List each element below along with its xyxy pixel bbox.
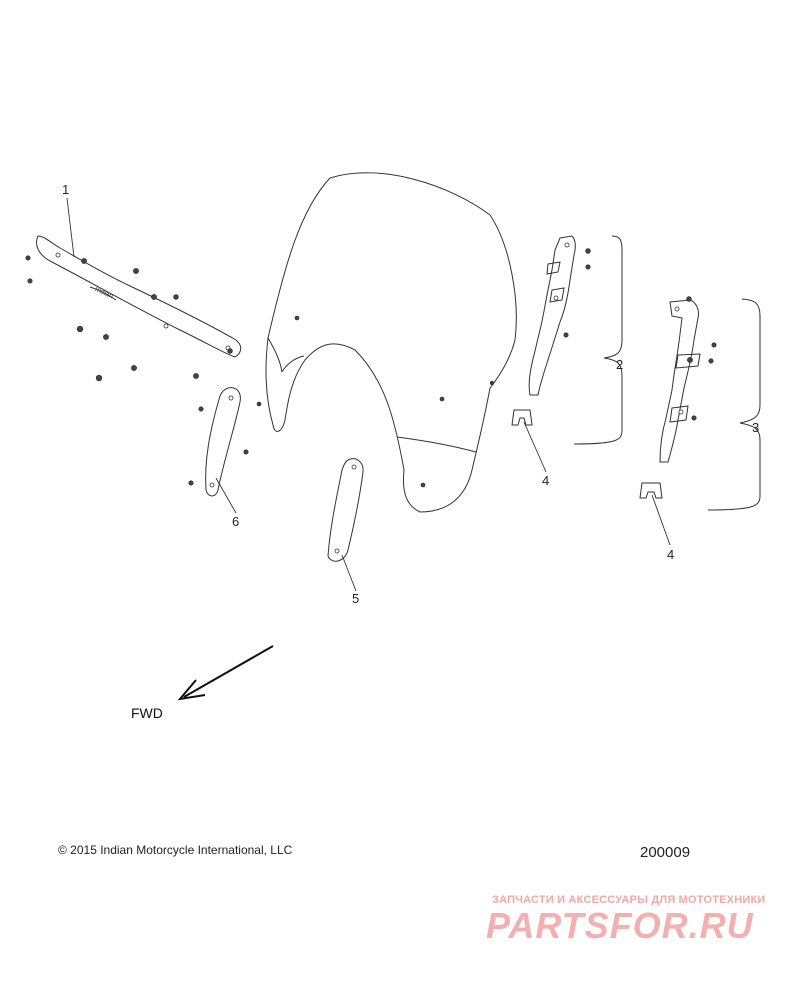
- callout-5: 5: [352, 591, 359, 606]
- callout-4a: 4: [542, 473, 549, 488]
- part-3-bracket: [659, 296, 717, 463]
- watermark-tagline: ЗАПЧАСТИ И АКСЕССУАРЫ ДЛЯ МОТОТЕХНИКИ: [492, 894, 766, 906]
- part-6-strip: [205, 387, 241, 497]
- part-1-trim: Indian: [36, 235, 242, 358]
- brace-3: [707, 298, 761, 511]
- fasteners-left: [25, 255, 262, 486]
- part-5-strip: [327, 458, 364, 562]
- part-4-clip-a: [511, 409, 533, 426]
- copyright-text: © 2015 Indian Motorcycle International, …: [58, 843, 293, 857]
- fwd-label: FWD: [131, 705, 163, 721]
- forward-arrow: [177, 645, 274, 701]
- leader-5: [341, 554, 357, 592]
- callout-2: 2: [616, 357, 623, 372]
- leader-1: [66, 197, 75, 258]
- diagram-number: 200009: [640, 844, 691, 861]
- watermark-logo: PARTSFOR.RU: [486, 905, 754, 946]
- part-2-bracket: [528, 235, 591, 396]
- leader-4b: [651, 494, 671, 546]
- brace-2: [573, 235, 623, 445]
- callout-6: 6: [232, 514, 239, 529]
- windshield: [265, 172, 517, 513]
- callout-4b: 4: [667, 547, 674, 562]
- leader-4a: [523, 421, 547, 473]
- callout-3: 3: [752, 420, 759, 435]
- part-4-clip-b: [639, 482, 663, 499]
- callout-1: 1: [62, 182, 69, 197]
- leader-6: [215, 477, 237, 514]
